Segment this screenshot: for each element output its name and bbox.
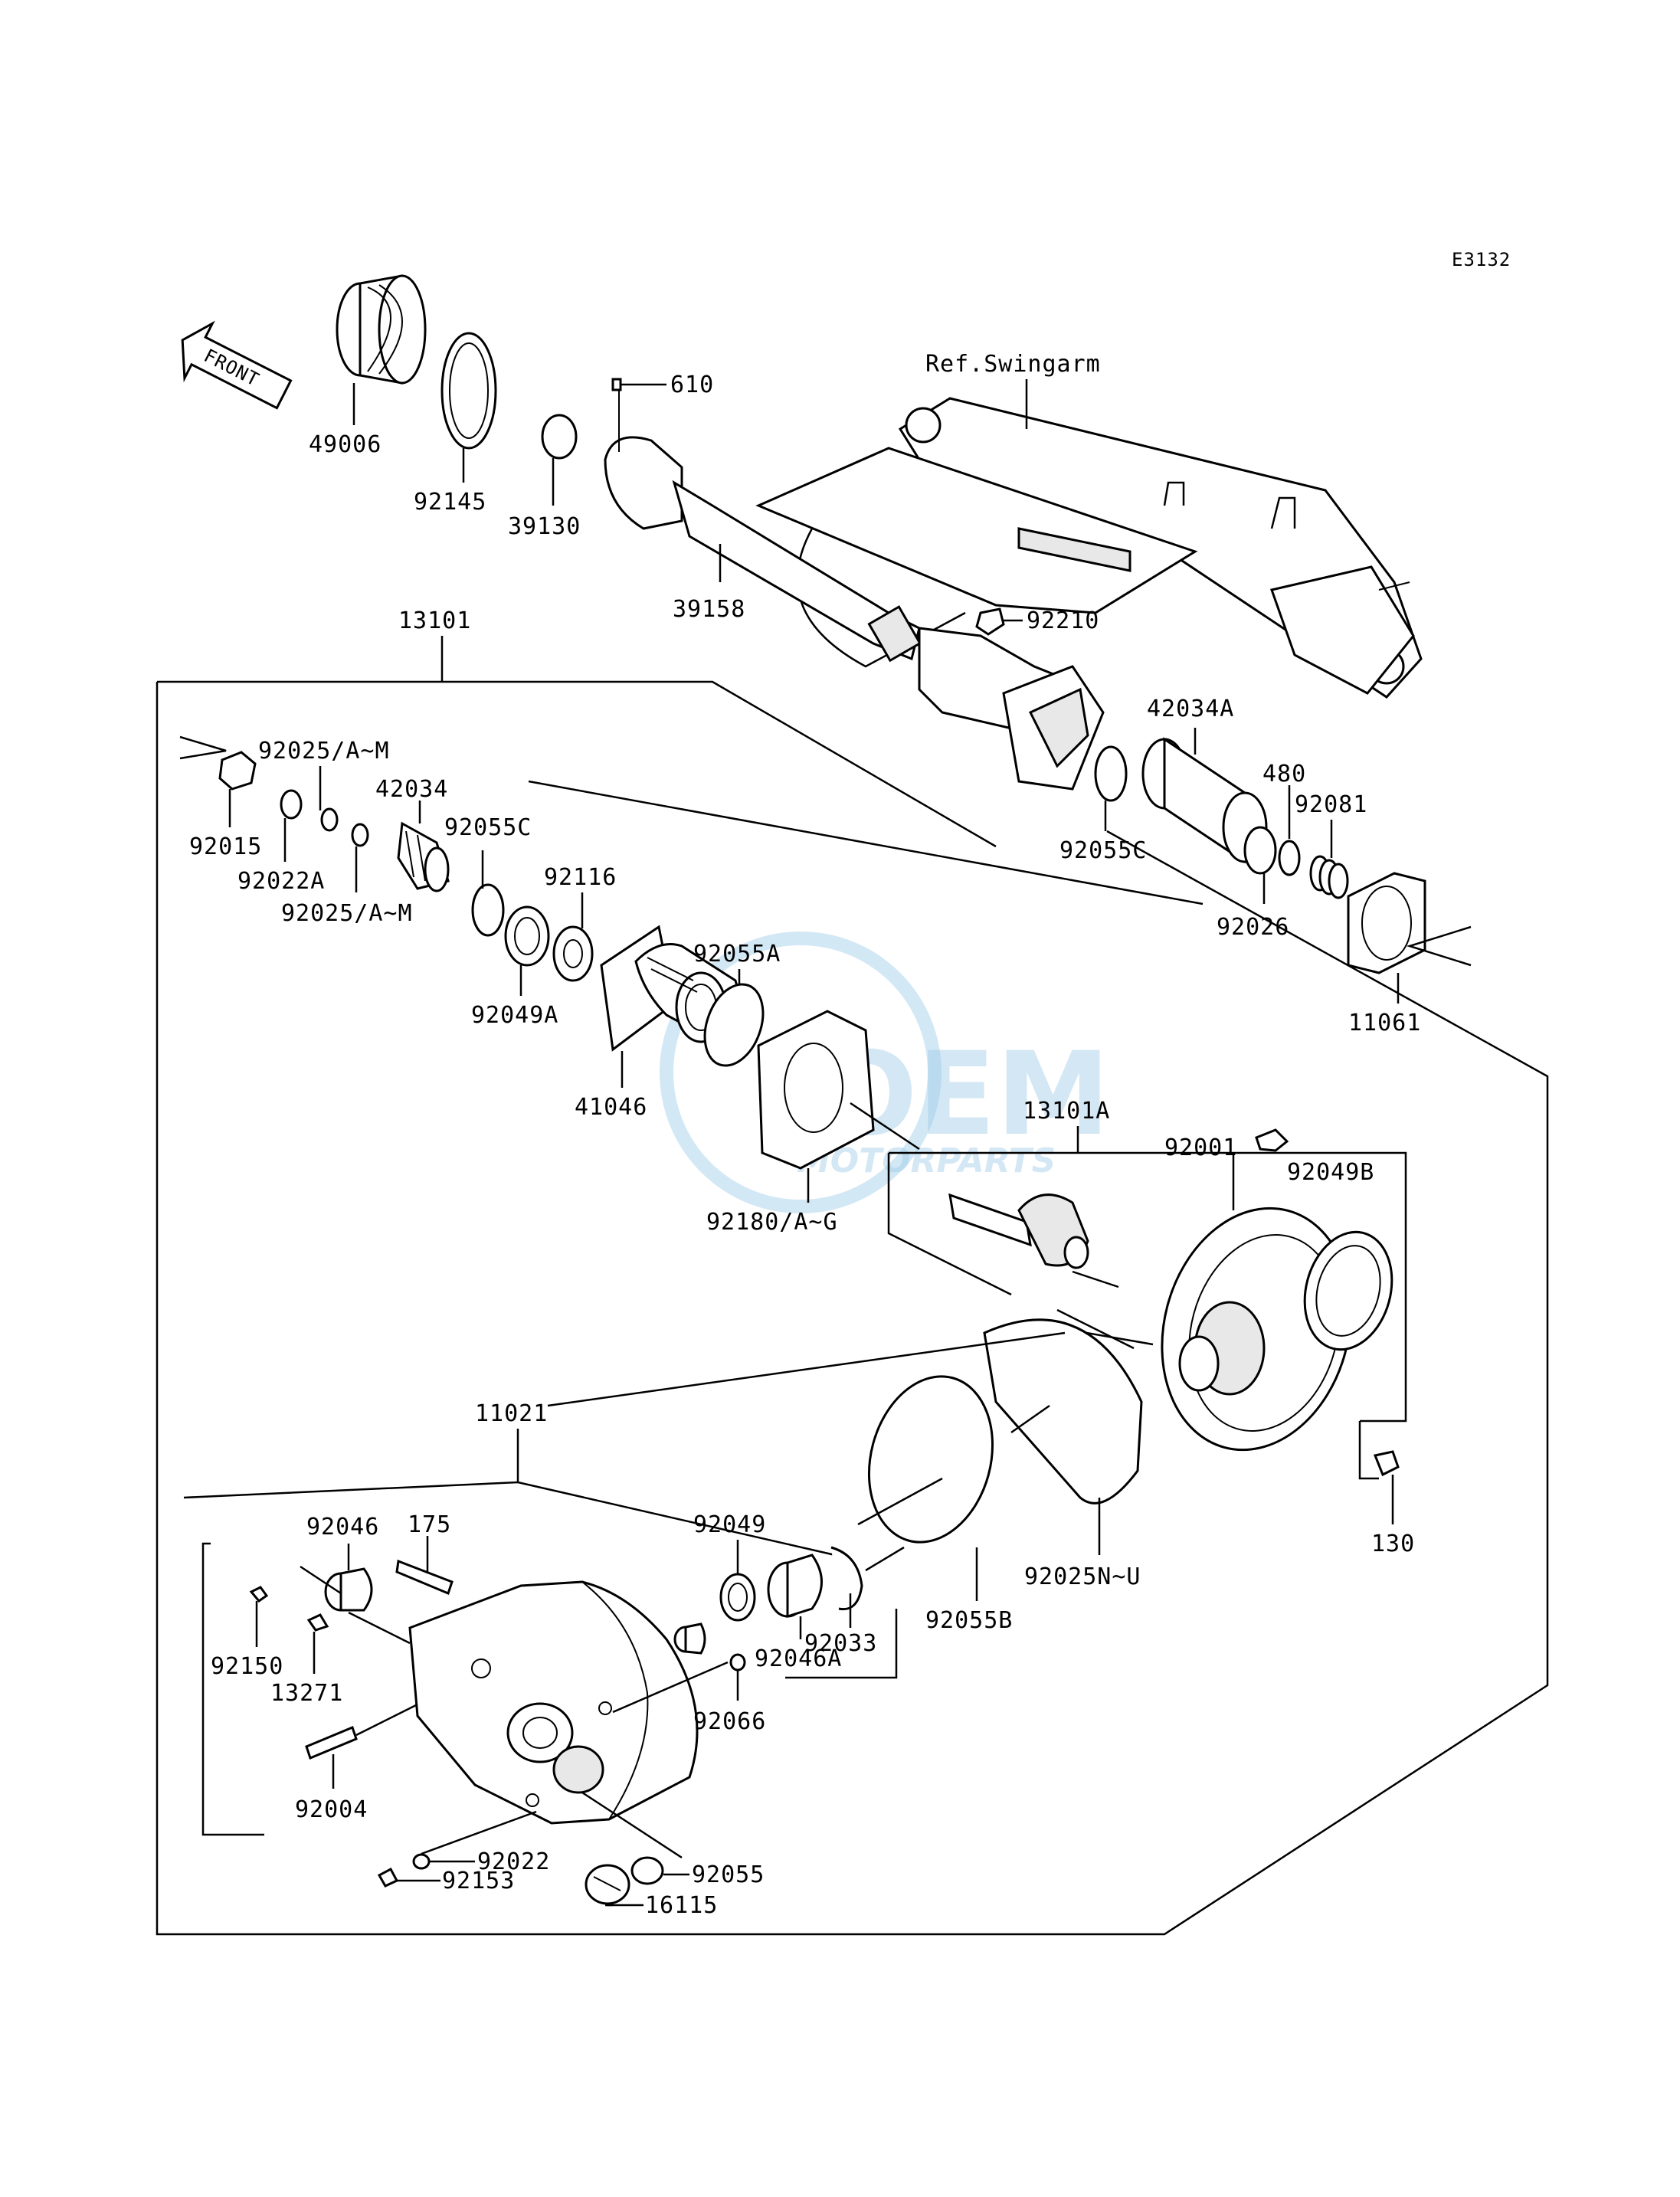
label-92049: 92049 [693, 1511, 766, 1538]
label-92180: 92180/A~G [706, 1209, 838, 1236]
label-42034: 42034 [375, 776, 448, 803]
pinion-13101A-icon [948, 1193, 1089, 1269]
label-92033: 92033 [804, 1630, 877, 1657]
washer-92026-icon [1243, 826, 1277, 875]
coupling-42034-icon [397, 821, 450, 892]
bushing-92046-icon [324, 1567, 373, 1612]
label-41046: 41046 [575, 1094, 647, 1121]
label-92046: 92046 [306, 1514, 379, 1541]
seal-92049A-icon [504, 905, 550, 967]
label-16115: 16115 [645, 1892, 718, 1919]
label-92153: 92153 [442, 1868, 515, 1894]
stud-175-icon [395, 1559, 454, 1596]
label-92049A: 92049A [471, 1002, 558, 1029]
clamp-92145-icon [440, 332, 497, 450]
label-92210: 92210 [1027, 607, 1099, 634]
ref-swingarm-label: Ref.Swingarm [925, 351, 1101, 378]
label-92055A: 92055A [693, 941, 781, 968]
bolt-92001-icon [1255, 1128, 1289, 1152]
diagram-code: E3132 [1452, 249, 1511, 270]
label-13101A: 13101A [1023, 1098, 1110, 1125]
front-arrow-icon: FRONT [181, 320, 293, 410]
oring-92055A-icon [703, 983, 765, 1067]
label-92055: 92055 [692, 1861, 765, 1888]
watermark-globe [660, 932, 942, 1213]
gasket-11061-icon [1347, 872, 1426, 974]
label-92015: 92015 [189, 833, 262, 860]
ringgear-icon [1161, 1207, 1352, 1452]
label-92025NU: 92025N~U [1024, 1563, 1141, 1590]
plug-16115-icon [585, 1864, 630, 1905]
washer-92022-icon [412, 1853, 431, 1870]
washer-92022A-icon [280, 789, 303, 820]
seal-92049B-icon [1303, 1230, 1393, 1351]
label-49006: 49006 [309, 431, 382, 458]
shim-92025-upper-icon [320, 807, 339, 832]
label-39130: 39130 [508, 513, 581, 540]
label-13101: 13101 [398, 607, 471, 634]
label-92001: 92001 [1164, 1135, 1237, 1161]
label-92022A: 92022A [237, 868, 325, 895]
label-92055B: 92055B [925, 1607, 1013, 1634]
oring-92055B-icon [867, 1375, 994, 1544]
washer-13271-icon [306, 1613, 329, 1632]
oring-92055C-right-icon [1094, 745, 1128, 802]
bolt-130-icon [1373, 1450, 1400, 1477]
oring-92055C-left-icon [471, 883, 505, 937]
label-13271: 13271 [270, 1680, 343, 1707]
stud-92004-icon [305, 1725, 358, 1760]
label-610: 610 [670, 372, 714, 398]
seal-39130-icon [541, 414, 578, 460]
bushing-small-icon [673, 1622, 706, 1655]
swingarm-icon [755, 397, 1423, 699]
label-92026: 92026 [1217, 914, 1289, 941]
case-11021-icon [408, 1580, 699, 1825]
label-42034A: 42034A [1147, 696, 1234, 722]
label-11021: 11021 [475, 1400, 548, 1427]
label-92022: 92022 [477, 1848, 550, 1875]
label-92046A: 92046A [755, 1645, 842, 1672]
circlip-480-icon [1278, 840, 1301, 876]
label-11061: 11061 [1348, 1010, 1421, 1036]
label-92049B: 92049B [1287, 1159, 1374, 1186]
label-92055C-right: 92055C [1059, 837, 1147, 864]
gasket-92025NU-icon [983, 1318, 1143, 1505]
bearing-92116-icon [552, 925, 594, 982]
label-92066: 92066 [693, 1708, 766, 1735]
label-92081: 92081 [1295, 791, 1367, 818]
label-175: 175 [408, 1511, 451, 1538]
nut-92015-icon [218, 751, 257, 791]
label-480: 480 [1262, 761, 1306, 787]
plug-92210-icon [975, 607, 1005, 636]
circlip-92033-icon [830, 1546, 863, 1611]
assembly-outline-top [157, 680, 997, 848]
bushing-92046A-icon [767, 1554, 823, 1619]
label-39158: 39158 [673, 596, 745, 623]
label-130: 130 [1371, 1531, 1415, 1557]
driveshaft-39158-icon [604, 391, 1105, 791]
spring-92081-icon [1309, 855, 1349, 899]
sleeve-42034A-icon [1141, 737, 1268, 864]
bolt-92150-icon [249, 1586, 269, 1603]
label-92145: 92145 [414, 489, 486, 516]
boot-49006-icon [336, 274, 427, 385]
bolt-92153-icon [377, 1867, 399, 1888]
gasket-92180-icon [757, 1010, 875, 1170]
shim-92025-lower-icon [351, 823, 369, 847]
label-92150: 92150 [211, 1653, 283, 1680]
label-92055C-left: 92055C [444, 814, 532, 841]
label-92025AM-upper: 92025/A~M [258, 738, 390, 765]
plug-92066-icon [729, 1653, 746, 1671]
oring-92055-icon [630, 1856, 664, 1885]
assembly-outline [156, 682, 1549, 1936]
label-92004: 92004 [295, 1796, 368, 1823]
label-92025AM-lower: 92025/A~M [281, 900, 413, 927]
seal-92049-icon [719, 1573, 756, 1622]
pin-610-icon [611, 378, 622, 391]
label-92116: 92116 [544, 864, 617, 891]
